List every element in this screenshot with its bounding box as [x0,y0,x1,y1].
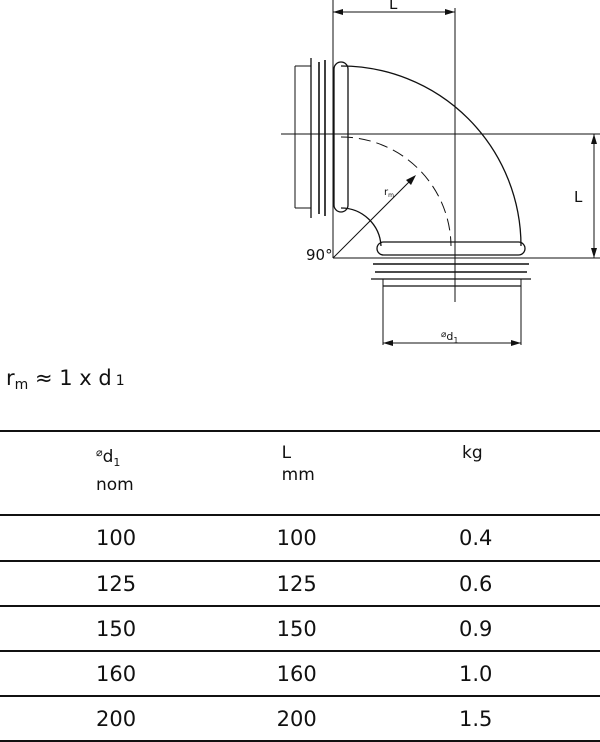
left-bead [333,61,349,213]
table-row: 160 160 1.0 [0,651,600,697]
table-row: 150 150 0.9 [0,606,600,652]
dim-top-label: L [389,0,398,13]
table-row: 100 100 0.4 [0,515,600,562]
inner-bend-arc [340,207,382,247]
dim-right-label: L [574,188,583,206]
header-length: L mm [246,430,372,516]
header-weight: kg [371,430,600,516]
radius-label: rm [384,187,394,199]
header-diameter: ⌀d1 nom [0,430,247,516]
outer-bend-arc [340,65,522,247]
diameter-label: ⌀d1 [441,330,459,345]
table-row: 125 125 0.6 [0,561,600,607]
table-header-row: ⌀d1 nom L mm kg [0,430,600,516]
angle-label: 90° [306,246,333,264]
bottom-bead [376,241,526,256]
centerline-arc [340,136,452,247]
spec-table: ⌀d1 nom L mm kg 100 100 0.4 125 125 0.6 … [0,430,600,742]
table-row: 200 200 1.5 [0,696,600,742]
elbow-technical-drawing: L L 90° rm ⌀d1 [281,0,600,346]
radius-line [332,178,413,259]
